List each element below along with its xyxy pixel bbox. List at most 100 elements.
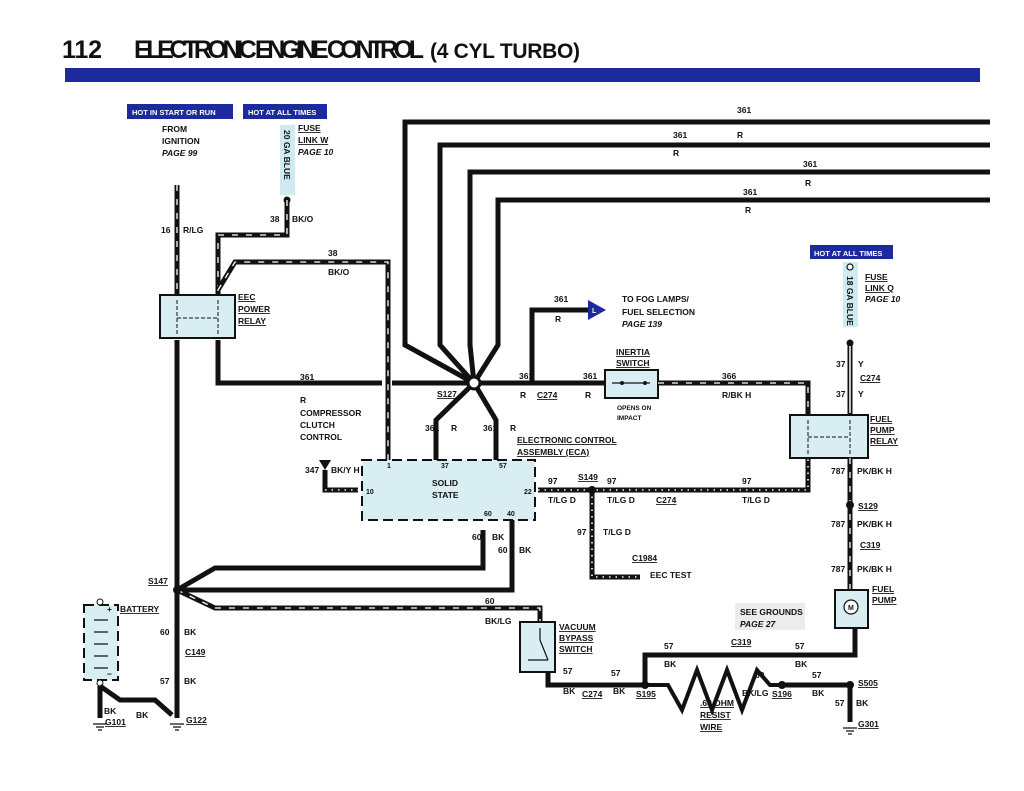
circuit-label: 37 — [836, 359, 846, 369]
battery-plus: + — [107, 604, 112, 614]
color-label: R — [510, 423, 516, 433]
circuit-label: 361 — [483, 423, 497, 433]
circuit-label: 787 — [831, 466, 845, 476]
vacuum-bypass-switch — [519, 621, 556, 673]
page-title: ELECTRONIC ENGINE CONTROL — [134, 36, 424, 64]
wire-60-bk — [174, 340, 515, 718]
page-ref: PAGE 10 — [865, 294, 901, 304]
badge-label: HOT IN START OR RUN — [132, 108, 216, 117]
circuit-label: 16 — [161, 225, 171, 235]
color-label: BK — [613, 686, 626, 696]
circuit-label: 57 — [835, 698, 845, 708]
circuit-label: 57 — [795, 641, 805, 651]
component-label: .68 OHM — [700, 698, 734, 708]
circuit-label: 361 — [554, 294, 568, 304]
page-ref: PAGE 99 — [162, 148, 198, 158]
badge-label: HOT AT ALL TIMES — [248, 108, 316, 117]
color-label: BK — [104, 706, 117, 716]
circuit-label: 57 — [812, 670, 822, 680]
component-label: CONTROL — [300, 432, 342, 442]
circuit-label: 57 — [160, 676, 170, 686]
color-label: BK — [519, 545, 532, 555]
splice-s195 — [641, 681, 649, 689]
splice-s127 — [466, 375, 482, 391]
splice-label: S505 — [858, 678, 878, 688]
fog-arrow-icon — [588, 300, 606, 320]
color-label: R — [737, 130, 743, 140]
ground-label: G301 — [858, 719, 879, 729]
color-label: BK — [664, 659, 677, 669]
battery-minus: − — [107, 669, 112, 679]
circuit-label: 347 — [305, 465, 319, 475]
splice-s129 — [846, 501, 854, 509]
note-label: SEE GROUNDS — [740, 607, 803, 617]
terminal-circle — [846, 263, 854, 271]
circuit-label: 37 — [836, 389, 846, 399]
wire-361-bundle — [215, 119, 990, 460]
circuit-label: 361 — [583, 371, 597, 381]
component-label: VACUUM — [559, 622, 596, 632]
eca-module — [361, 459, 536, 521]
color-label: T/LG D — [548, 495, 576, 505]
page-subtitle: (4 CYL TURBO) — [430, 40, 580, 63]
component-label: SWITCH — [559, 644, 593, 654]
component-label: FUEL — [872, 584, 894, 594]
circuit-label: 38 — [270, 214, 280, 224]
splice-label: S147 — [148, 576, 168, 586]
connector-label: C319 — [731, 637, 752, 647]
eec-power-relay — [159, 294, 236, 339]
module-label: STATE — [432, 490, 459, 500]
fuse-label: FUSE — [865, 272, 888, 282]
page-ref: PAGE 10 — [298, 147, 334, 157]
color-label: R/LG — [183, 225, 204, 235]
connector-label: C319 — [860, 540, 881, 550]
circuit-label: 57 — [611, 668, 621, 678]
color-label: T/LG D — [607, 495, 635, 505]
triangle-icon — [319, 460, 331, 470]
component-label: SWITCH — [616, 358, 650, 368]
color-label: PK/BK H — [857, 519, 892, 529]
color-label: PK/BK H — [857, 564, 892, 574]
labels: 361 361 R R 361 R 361 R FROM IGNITION PA… — [104, 105, 901, 732]
ground-label: G101 — [105, 717, 126, 727]
fuse-link-w-gauge: 20 GA BLUE — [282, 130, 292, 180]
badge-hot-start-run — [127, 104, 233, 119]
color-label: BK — [136, 710, 149, 720]
battery — [83, 604, 119, 681]
connector-label: C274 — [537, 390, 558, 400]
source-label: FROM — [162, 124, 187, 134]
color-label: BK/O — [328, 267, 350, 277]
circuit-label: 57 — [563, 666, 573, 676]
color-label: R — [585, 390, 591, 400]
header-bar — [65, 68, 980, 82]
circuit-label: 361 — [737, 105, 751, 115]
connector-label: C1984 — [632, 553, 657, 563]
splice-label: S149 — [578, 472, 598, 482]
splice-s505 — [846, 681, 854, 689]
splice-s196 — [778, 681, 786, 689]
color-label: BK — [492, 532, 505, 542]
ground-label: G122 — [186, 715, 207, 725]
destination-label: FUEL SELECTION — [622, 307, 695, 317]
connector-label: EEC TEST — [650, 570, 692, 580]
component-label: BYPASS — [559, 633, 594, 643]
color-label: PK/BK H — [857, 466, 892, 476]
color-label: BK/LG — [485, 616, 512, 626]
color-label: Y — [858, 359, 864, 369]
color-label: BK/O — [292, 214, 314, 224]
page-ref: PAGE 27 — [740, 619, 777, 629]
color-label: Y — [858, 389, 864, 399]
circuit-label: 97 — [742, 476, 752, 486]
color-label: BK — [184, 627, 197, 637]
destination-label: TO FOG LAMPS/ — [622, 294, 690, 304]
pin-label: 1 — [387, 463, 391, 470]
circuit-label: 38 — [328, 248, 338, 258]
color-label: R — [805, 178, 811, 188]
circuit-label: 60 — [472, 532, 482, 542]
circuit-label: 60 — [498, 545, 508, 555]
circuit-label: 97 — [577, 527, 587, 537]
page-number: 112 — [62, 36, 102, 64]
source-label: IGNITION — [162, 136, 200, 146]
pin-label: 57 — [499, 463, 507, 470]
resistor-wire — [645, 664, 782, 716]
